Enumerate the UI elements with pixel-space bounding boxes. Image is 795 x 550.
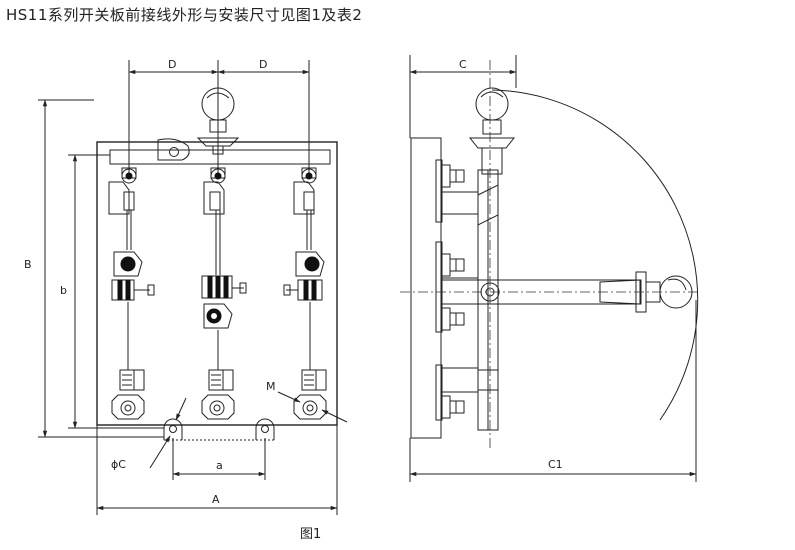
dim-label-B: B bbox=[24, 258, 32, 271]
dim-label-a: a bbox=[216, 459, 223, 472]
figure-title: HS11系列开关板前接线外形与安装尺寸见图1及表2 bbox=[6, 6, 363, 24]
dim-label-M: M bbox=[266, 380, 276, 393]
pole-middle bbox=[201, 60, 247, 420]
dim-label-phiC: ϕC bbox=[111, 458, 126, 471]
side-handle-knob-up bbox=[475, 87, 509, 121]
figure-caption: 图1 bbox=[300, 527, 321, 542]
front-view: D D B b M ϕC a A bbox=[24, 58, 348, 515]
side-bolts bbox=[441, 164, 465, 419]
crossbar-pivot bbox=[157, 138, 190, 161]
dim-label-C1: C1 bbox=[548, 458, 563, 471]
dim-label-D-left: D bbox=[168, 58, 176, 71]
pole-left bbox=[108, 60, 155, 420]
dim-label-C: C bbox=[459, 58, 467, 71]
side-view: C C1 bbox=[400, 55, 700, 482]
pole-right bbox=[283, 60, 327, 420]
mounting-lug-right bbox=[255, 418, 275, 440]
top-crossbar bbox=[109, 149, 331, 165]
dim-label-b: b bbox=[60, 284, 67, 297]
base-plate bbox=[96, 141, 338, 426]
mounting-lug-left bbox=[163, 418, 183, 440]
dim-label-A: A bbox=[212, 493, 220, 506]
dim-label-D-right: D bbox=[259, 58, 267, 71]
handle-swing-arc bbox=[491, 89, 699, 421]
